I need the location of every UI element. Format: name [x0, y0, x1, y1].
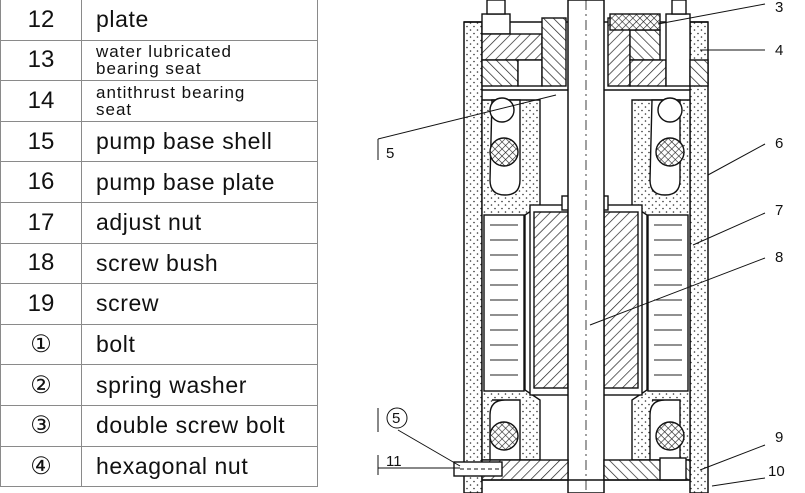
top-bearing-assembly: [481, 0, 709, 87]
callout-6: 6: [775, 135, 783, 152]
shaft: [567, 0, 605, 493]
part-name: adjust nut: [81, 201, 318, 244]
part-name: pump base shell: [81, 120, 318, 163]
part-name-line: seat: [96, 99, 133, 119]
part-name-line: bearing seat: [96, 59, 202, 79]
part-number: 12: [0, 0, 82, 41]
part-number: ③: [0, 404, 82, 447]
callout-8: 8: [775, 249, 783, 266]
part-name-line: water lubricated: [96, 42, 233, 62]
part-name-line: antithrust bearing: [96, 82, 246, 102]
callout-circled-5: 5: [392, 410, 400, 427]
callout-3: 3: [775, 0, 783, 16]
callout-circle: [386, 407, 408, 429]
part-name: pump base plate: [81, 161, 318, 203]
bottom-bearing-assembly: [453, 457, 691, 481]
part-name: double screw bolt: [81, 404, 318, 447]
part-name: plate: [81, 0, 318, 41]
callout-5: 5: [386, 145, 394, 162]
callout-10: 10: [768, 463, 785, 480]
part-number: 14: [0, 80, 82, 122]
part-number: 13: [0, 39, 82, 82]
part-number: ④: [0, 445, 82, 488]
stator-winding-lines: [490, 224, 682, 376]
leader-lines: [377, 3, 766, 487]
callout-4: 4: [775, 42, 783, 59]
part-name: spring washer: [81, 364, 318, 406]
part-number: 17: [0, 201, 82, 244]
part-name: bolt: [81, 323, 318, 366]
callout-11: 11: [386, 453, 402, 470]
callout-7: 7: [775, 202, 783, 219]
part-name: hexagonal nut: [81, 445, 318, 488]
callout-labels: 3 4 5 6 7 8 9 10 11 5: [386, 0, 785, 480]
callout-9: 9: [775, 429, 783, 446]
part-number: ①: [0, 323, 82, 366]
winding-ends: [489, 97, 685, 461]
